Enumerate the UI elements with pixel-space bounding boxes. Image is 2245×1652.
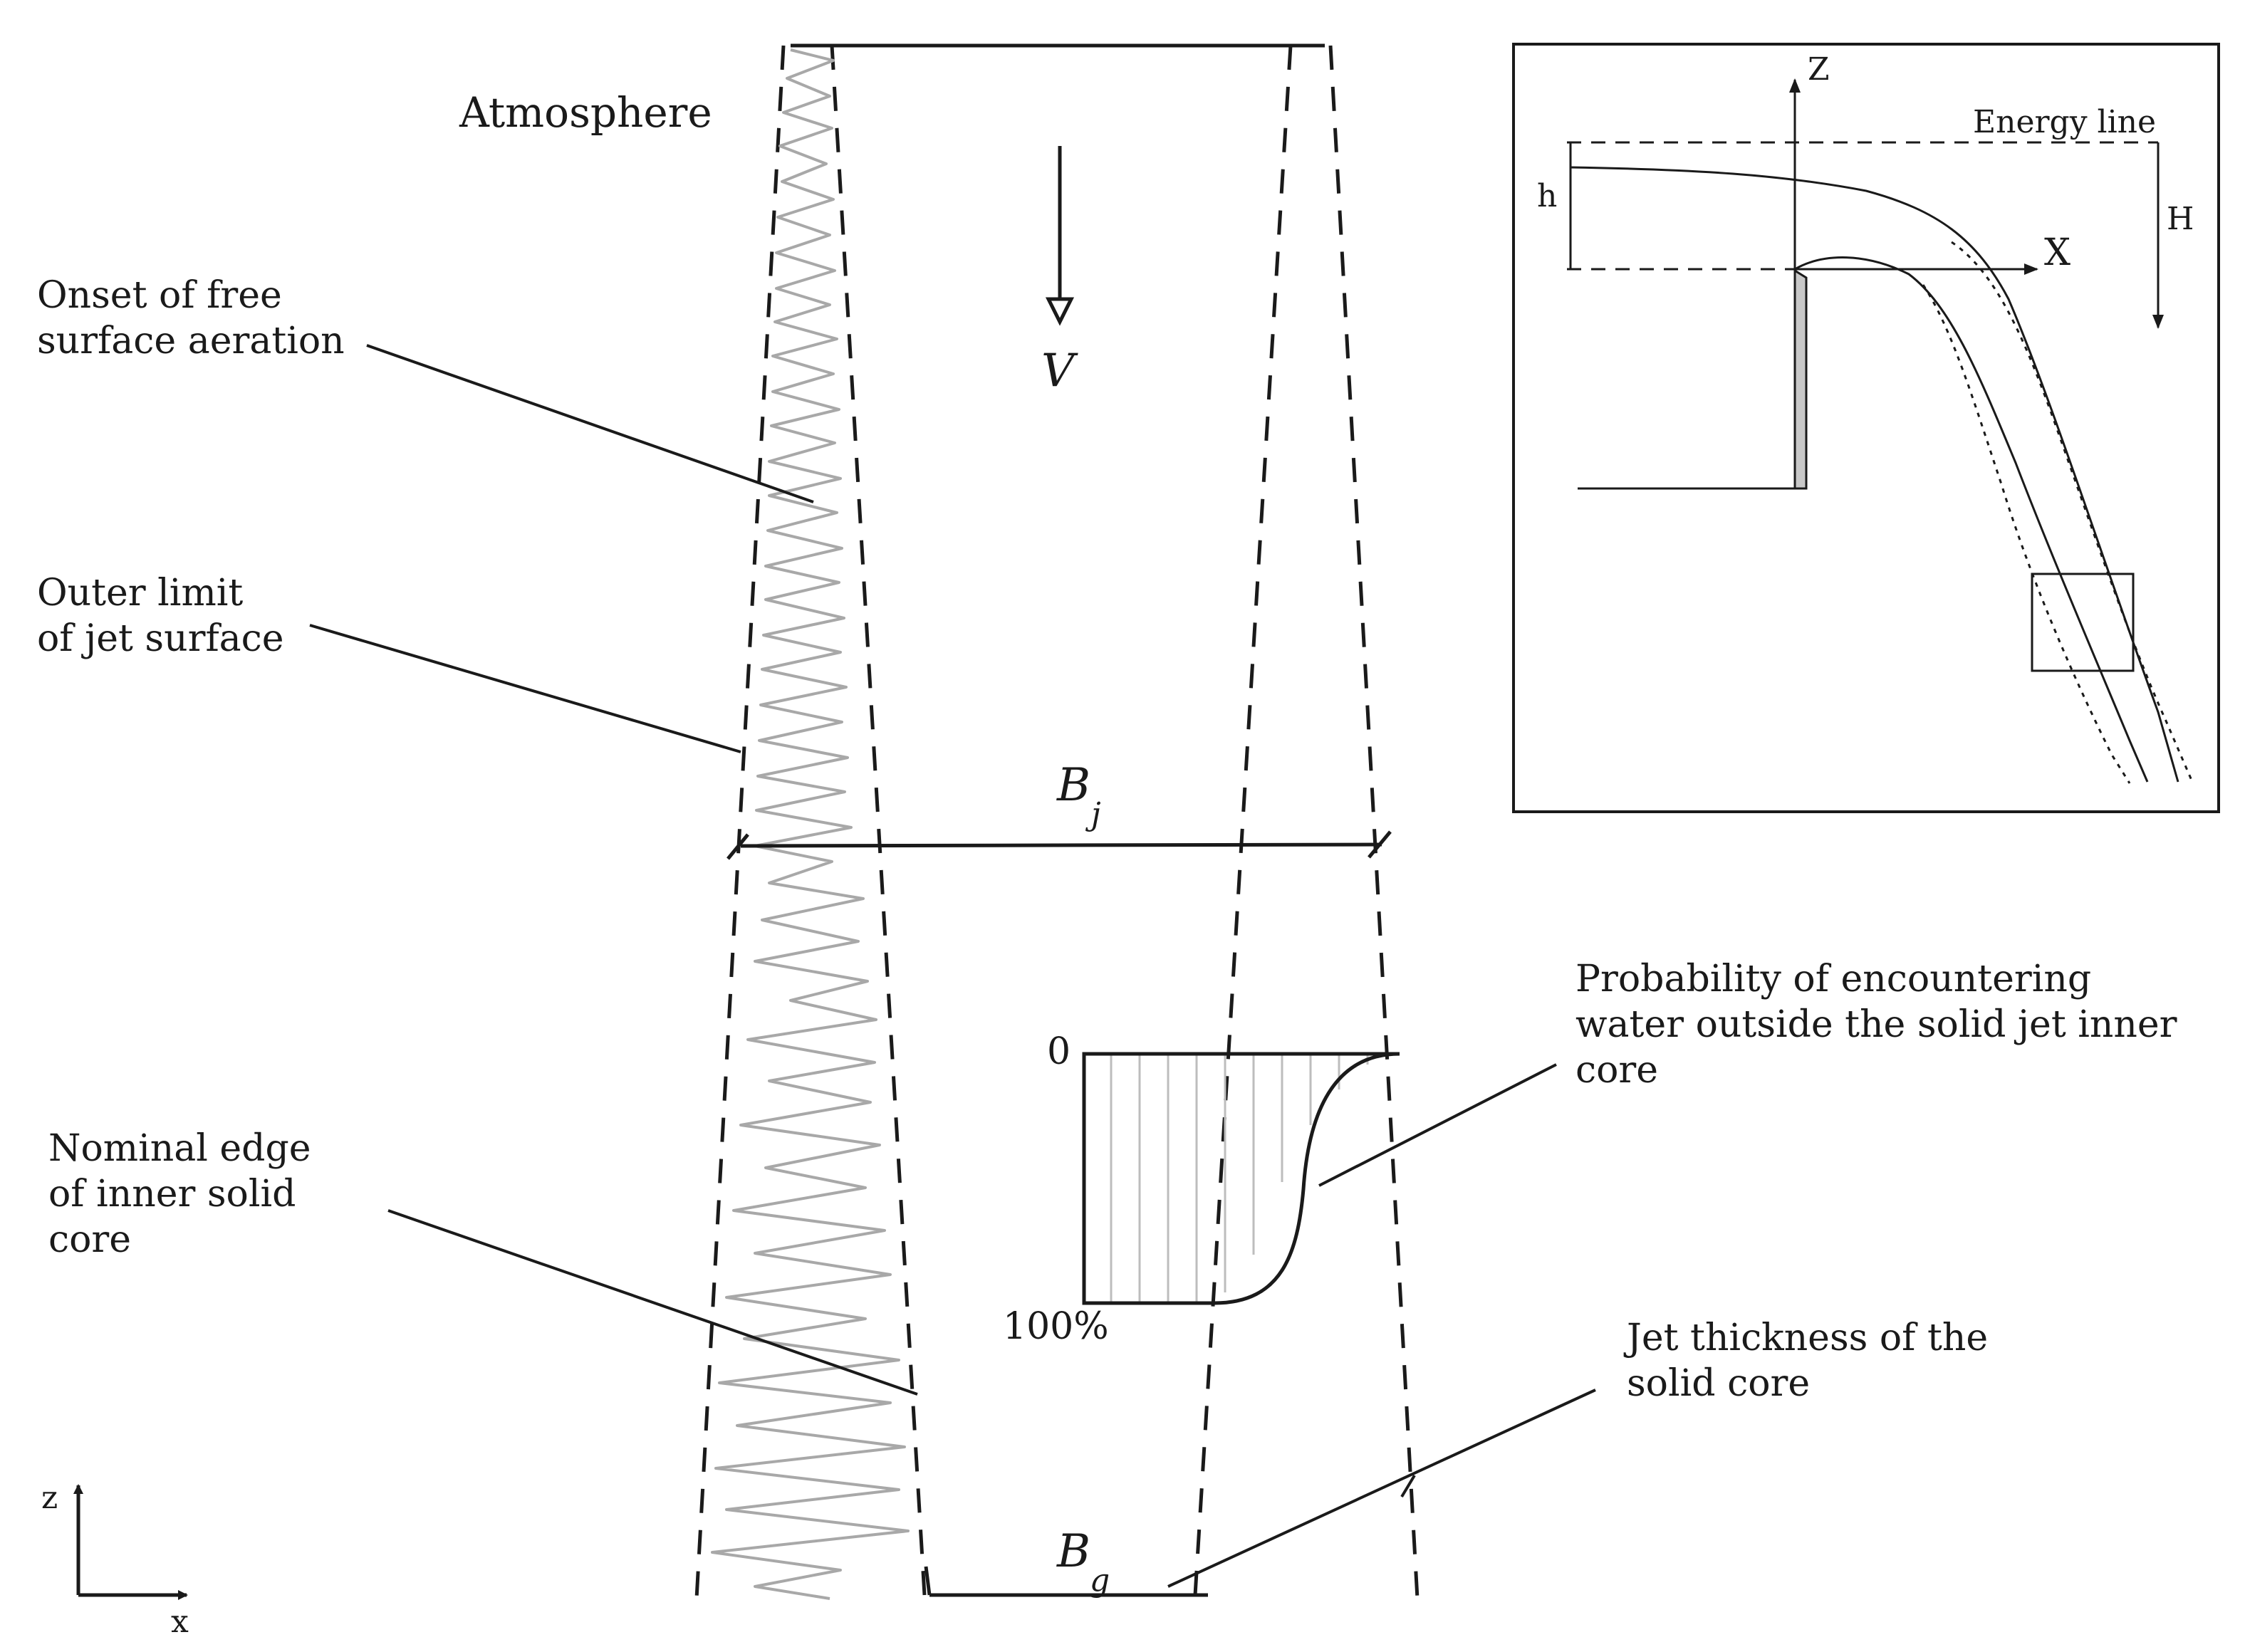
outer-label-line2: of jet surface: [37, 617, 284, 660]
aerated-surface-wave: [711, 48, 910, 1600]
thickness-label-line1: Jet thickness of the: [1623, 1317, 1988, 1359]
nominal-label-line2: of inner solid: [48, 1173, 296, 1216]
probability-hatching: [1110, 1054, 1369, 1303]
bg-subscript: g: [1090, 1562, 1110, 1599]
leader-thickness: [1167, 1389, 1596, 1588]
probability-label-line2: water outside the solid jet inner: [1575, 1003, 2177, 1046]
bg-label: B: [1056, 1525, 1090, 1578]
leader-probability: [1318, 1063, 1557, 1187]
probability-profile: [1082, 1052, 1400, 1305]
inset-H-label: H: [2167, 201, 2194, 237]
probability-zero-label: 0: [1047, 1030, 1071, 1073]
outer-label-line1: Outer limit: [37, 572, 243, 615]
axis-x-label: x: [171, 1604, 189, 1640]
outer-limit-right-dashed: [1328, 45, 1420, 1599]
coordinate-axes: [73, 1484, 188, 1600]
inset-x-label: X: [2044, 231, 2070, 274]
inner-core-right-dashed: [1193, 45, 1293, 1596]
probability-label-line3: core: [1575, 1049, 1658, 1092]
atmosphere-label: Atmosphere: [459, 88, 712, 137]
inset-z-label: Z: [1808, 51, 1830, 88]
inset-upper-nappe: [1570, 166, 2179, 783]
leader-onset: [366, 344, 814, 503]
outer-limit-left-dashed: [694, 45, 786, 1599]
nominal-label-line1: Nominal edge: [48, 1127, 311, 1170]
leader-nominal: [387, 1209, 918, 1396]
jet-bottom-edge: [924, 1566, 1208, 1597]
nominal-label-line3: core: [48, 1218, 131, 1261]
velocity-arrow: [1045, 146, 1075, 326]
bj-dimension-line: [726, 830, 1392, 860]
inset-dotted-inner: [1922, 284, 2131, 784]
leader-outer: [309, 624, 741, 753]
inner-core-left-dashed: [830, 45, 927, 1596]
onset-label-line2: surface aeration: [37, 320, 345, 362]
thickness-tick: [1400, 1474, 1416, 1498]
inset-energy-line-label: Energy line: [1973, 104, 2156, 140]
bj-label: B: [1056, 759, 1090, 812]
inset-zoom-box: [2031, 573, 2135, 672]
inset-weir: [1793, 268, 1808, 490]
probability-hundred-label: 100%: [1003, 1305, 1109, 1348]
inset-h-label: h: [1537, 178, 1557, 214]
probability-label-line1: Probability of encountering: [1575, 958, 2091, 1000]
thickness-label-line2: solid core: [1627, 1362, 1810, 1405]
velocity-label: V: [1041, 345, 1078, 397]
inset-dotted-outer: [1951, 241, 2194, 783]
inset-lower-nappe: [1794, 256, 2149, 783]
axis-z-label: z: [41, 1480, 58, 1516]
inset-panel: Z X Energy line h H: [1512, 43, 2220, 813]
onset-label-line1: Onset of free: [37, 274, 282, 317]
